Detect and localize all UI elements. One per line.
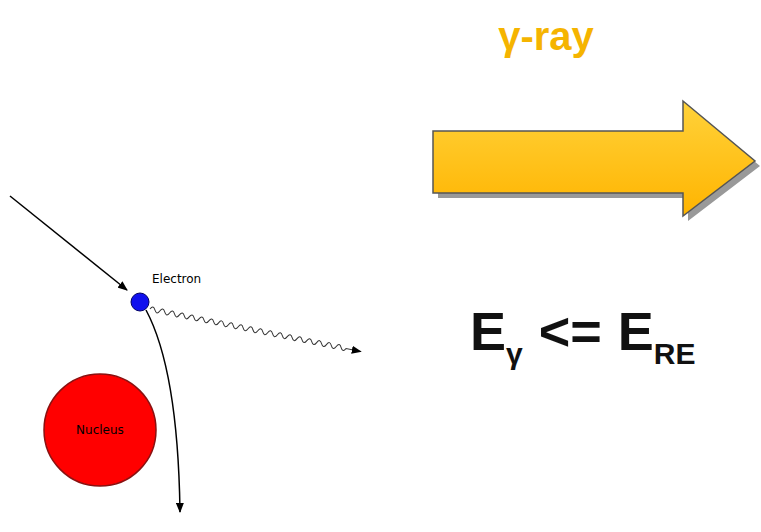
energy-symbol: E xyxy=(618,301,654,361)
electron-dot: Electron xyxy=(130,292,150,312)
photon-subscript: γ xyxy=(506,337,523,370)
electron-subscript: RE xyxy=(654,337,696,370)
photon-wave xyxy=(150,307,362,354)
incoming-path xyxy=(10,196,127,290)
gamma-arrow xyxy=(433,101,755,216)
energy-formula: Eγ<=ERE xyxy=(470,300,696,362)
electron-shape xyxy=(130,292,150,312)
gamma-label: γ-ray xyxy=(498,14,594,58)
node-label: Electron xyxy=(152,272,201,286)
energy-symbol: E xyxy=(470,301,506,361)
nucleus-circle: Nucleus xyxy=(42,372,158,488)
gamma-label-box: γ-ray xyxy=(498,14,594,59)
node-label: Nucleus xyxy=(76,423,124,437)
comparison: <= xyxy=(539,301,602,361)
